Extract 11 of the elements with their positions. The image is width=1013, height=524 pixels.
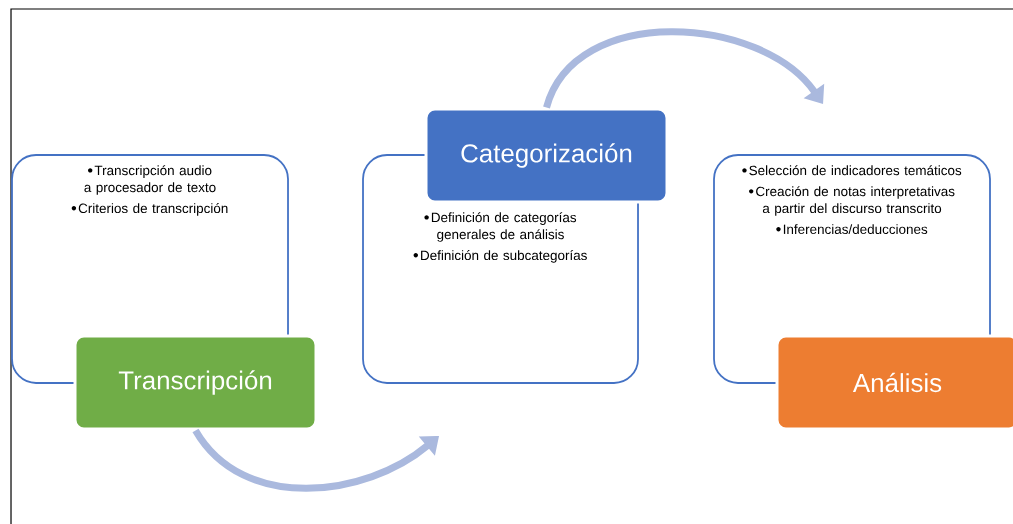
curved-arrow xyxy=(543,28,825,109)
bullet-item: Transcripción audio a procesador de texto xyxy=(84,165,216,195)
title-box: Transcripción xyxy=(73,334,318,431)
bullet-item: Criterios de transcripción xyxy=(71,203,228,216)
bullet-item: Selección de indicadores temáticos xyxy=(742,165,962,176)
title-box: Análisis xyxy=(775,334,1013,431)
bullet-item: Inferencias/deducciones xyxy=(776,224,928,235)
bullet-item: Definición de categorías generales de análisis xyxy=(424,212,577,242)
title-box: Categorización xyxy=(424,107,669,204)
bullet-item: Creación de notas interpretativas a partir del discurso transcrito xyxy=(749,186,955,216)
bullet-item: Definición de subcategorías xyxy=(413,250,587,263)
